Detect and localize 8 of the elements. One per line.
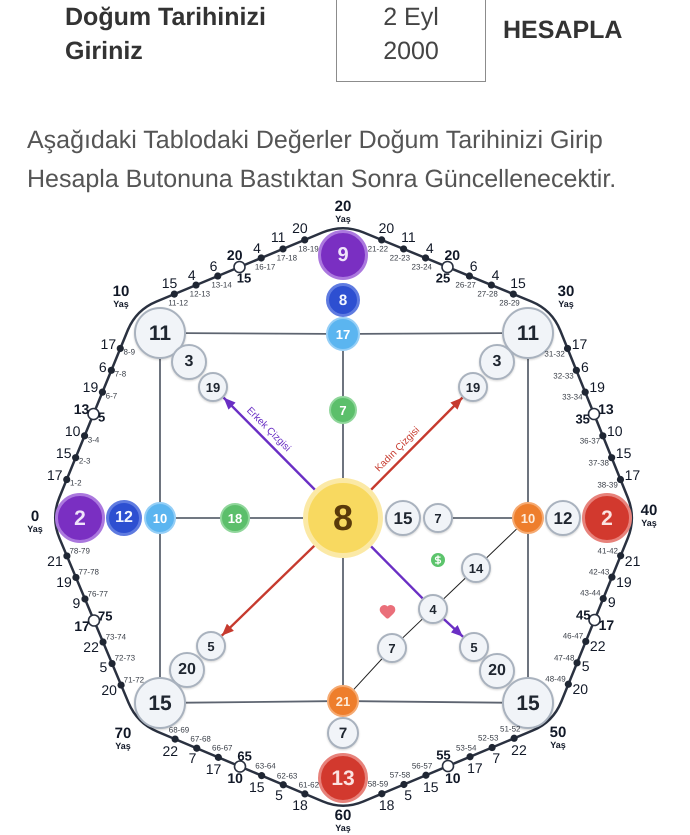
- age-marker-label: 60 Yaş: [334, 808, 352, 834]
- date-field: 2 Eyl 2000: [336, 0, 486, 82]
- age-marker-label: 0 Yaş: [27, 509, 43, 535]
- age-marker-label: 40 Yaş: [640, 503, 658, 529]
- calculate-button: HESAPLA: [503, 15, 622, 45]
- field-label: Doğum Tarihinizi Giriniz: [65, 2, 267, 67]
- age-marker-label: 20 Yaş: [334, 199, 352, 225]
- instruction-text: Aşağıdaki Tablodaki Değerler Doğum Tarihinizi Girip Hesapla Butonuna Bastıktan Sonra Güncellenecektir.: [27, 125, 618, 195]
